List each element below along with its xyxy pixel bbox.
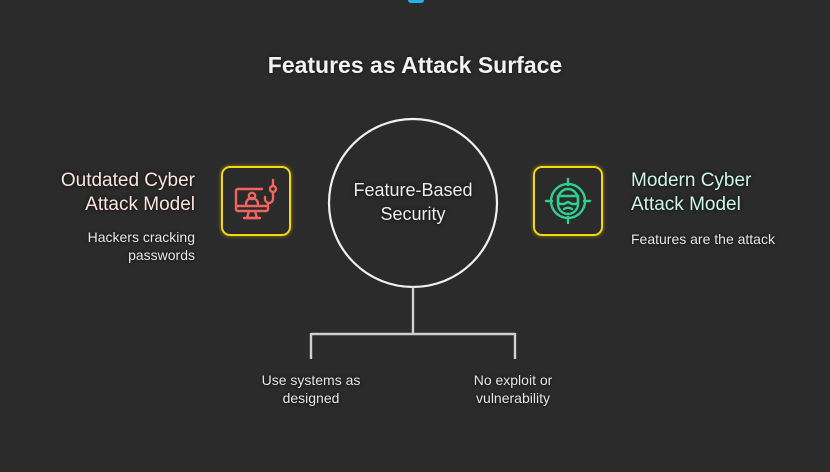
top-accent-mark — [408, 0, 424, 3]
hacker-crosshair-icon — [544, 177, 592, 225]
branch-leaf-use-systems: Use systems as designed — [261, 372, 361, 406]
right-heading: Modern Cyber Attack Model — [631, 170, 752, 215]
branch-leaf-no-exploit: No exploit or vulnerability — [473, 372, 553, 406]
monitor-phishing-hook-icon — [234, 178, 278, 220]
center-label: Feature-Based Security — [353, 180, 473, 224]
left-description: Hackers cracking passwords — [87, 229, 195, 263]
diagram-title: Features as Attack Surface — [267, 52, 563, 78]
right-description: Features are the attack — [631, 231, 775, 247]
left-heading: Outdated Cyber Attack Model — [60, 170, 195, 215]
right-icon-box — [533, 166, 603, 236]
left-icon-box — [221, 166, 291, 236]
